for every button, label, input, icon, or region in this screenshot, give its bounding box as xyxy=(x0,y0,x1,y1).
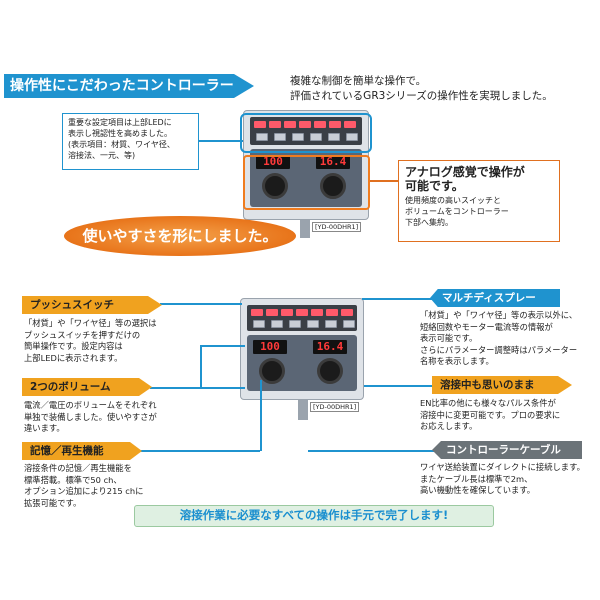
slogan-oval: 使いやすさを形にしました。 xyxy=(64,216,296,256)
operation-panel: 100 16.4 xyxy=(247,335,357,391)
footer-banner: 溶接作業に必要なすべての操作は手元で完了します! xyxy=(134,505,494,527)
controller-image-top: 100 16.4 xyxy=(243,110,369,220)
analog-line: ボリュームをコントローラー xyxy=(405,207,509,216)
analog-note-box: アナログ感覚で操作が 可能です。 使用頻度の高いスイッチと ボリュームをコントロ… xyxy=(398,160,560,242)
desc-line: またケーブル長は標準で2m、 xyxy=(420,473,533,484)
desc-line: オプション追加により215 chに xyxy=(24,486,144,496)
intro-line-1: 複雑な制御を簡単な操作で。 xyxy=(290,75,427,87)
feature-desc-push-switch: 「材質」や「ワイヤ径」等の選択は プッシュスイッチを押すだけの 簡単操作です。設… xyxy=(24,318,199,364)
feature-label-cable: コントローラーケーブル xyxy=(432,441,582,459)
model-label-top: [YD-00DHR1] xyxy=(312,222,362,232)
feature-label-push-switch: プッシュスイッチ xyxy=(22,296,162,314)
feature-desc-volume: 電流／電圧のボリュームをそれぞれ 単独で装備しました。使いやすさが 違います。 xyxy=(24,400,199,435)
connector-line xyxy=(362,298,432,300)
current-knob xyxy=(262,173,288,199)
voltage-knob xyxy=(317,358,343,384)
connector-line xyxy=(260,380,262,451)
desc-line: 違います。 xyxy=(24,423,65,433)
current-knob xyxy=(259,358,285,384)
desc-line: EN比率の他にも様々なパルス条件が xyxy=(420,398,556,408)
current-display: 100 xyxy=(256,155,290,169)
feature-label-memory: 記憶／再生機能 xyxy=(22,442,142,460)
cable-stub xyxy=(298,400,308,420)
desc-line: さらにパラメーター調整時はパラメーター xyxy=(420,344,578,355)
analog-line: 使用頻度の高いスイッチと xyxy=(405,196,501,205)
feature-desc-multi-display: 「材質」や「ワイヤ径」等の表示以外に、 短絡回数やモーター電流等の情報が 表示可… xyxy=(420,310,598,368)
operation-panel: 100 16.4 xyxy=(250,149,362,207)
desc-line: 標準搭載。標準で50 ch、 xyxy=(24,474,122,485)
led-display-strip xyxy=(247,305,357,331)
voltage-display: 16.4 xyxy=(316,155,350,169)
connector-line xyxy=(160,303,242,305)
analog-line: 下部へ集約。 xyxy=(405,218,453,227)
connector-line xyxy=(364,385,434,387)
model-label-bottom: [YD-00DHR1] xyxy=(310,402,360,412)
analog-title-1: アナログ感覚で操作が xyxy=(405,165,525,179)
desc-line: お応えします。 xyxy=(420,421,478,431)
feature-label-volume: 2つのボリューム xyxy=(22,378,152,396)
led-display-strip xyxy=(250,117,362,145)
desc-line: 「材質」や「ワイヤ径」等の表示以外に、 xyxy=(420,310,578,320)
desc-line: 表示可能です。 xyxy=(420,333,478,343)
connector-line xyxy=(150,387,245,389)
cable-stub xyxy=(300,220,310,238)
voltage-knob xyxy=(320,173,346,199)
voltage-display: 16.4 xyxy=(313,340,347,354)
led-note-box: 重要な設定項目は上部LEDに 表示し視認性を高めました。 (表示項目：材質、ワイ… xyxy=(62,113,199,170)
connector-line xyxy=(140,450,260,452)
connector-line xyxy=(370,180,398,182)
desc-line: 拡張可能です。 xyxy=(24,497,82,508)
connector-line xyxy=(199,140,243,142)
led-highlight xyxy=(240,113,372,153)
desc-line: 単独で装備しました。使いやすさが xyxy=(24,411,157,422)
connector-line xyxy=(200,345,202,387)
desc-line: ワイヤ送給装置にダイレクトに接続します。 xyxy=(420,462,585,472)
desc-line: 短絡回数やモーター電流等の情報が xyxy=(420,321,553,332)
note-line: (表示項目：材質、ワイヤ径、 xyxy=(68,140,175,149)
section-banner: 操作性にこだわったコントローラー xyxy=(4,74,254,98)
connector-line xyxy=(200,345,245,347)
feature-desc-memory: 溶接条件の記憶／再生機能を 標準搭載。標準で50 ch、 オプション追加により2… xyxy=(24,463,199,509)
desc-line: 溶接中に変更可能です。プロの要求に xyxy=(420,409,561,420)
feature-desc-cable: ワイヤ送給装置にダイレクトに接続します。 またケーブル長は標準で2m、 高い機動… xyxy=(420,462,598,497)
controller-image-bottom: 100 16.4 xyxy=(240,298,364,400)
desc-line: 溶接条件の記憶／再生機能を xyxy=(24,463,132,473)
desc-line: 名称を表示します。 xyxy=(420,356,494,366)
desc-line: 電流／電圧のボリュームをそれぞれ xyxy=(24,400,157,410)
desc-line: 高い機動性を確保しています。 xyxy=(420,485,536,495)
feature-desc-during-welding: EN比率の他にも様々なパルス条件が 溶接中に変更可能です。プロの要求に お応えし… xyxy=(420,398,598,433)
feature-label-multi-display: マルチディスプレー xyxy=(430,289,560,307)
intro-line-2: 評価されているGR3シリーズの操作性を実現しました。 xyxy=(290,90,553,102)
connector-line xyxy=(308,450,434,452)
analog-title-2: 可能です。 xyxy=(405,179,464,193)
note-line: 表示し視認性を高めました。 xyxy=(68,129,172,138)
note-line: 重要な設定項目は上部LEDに xyxy=(68,118,172,127)
note-line: 溶接法、一元、等) xyxy=(68,151,136,160)
intro-text: 複雑な制御を簡単な操作で。 評価されているGR3シリーズの操作性を実現しました。 xyxy=(290,74,553,104)
desc-line: プッシュスイッチを押すだけの xyxy=(24,329,141,340)
desc-line: 簡単操作です。設定内容は xyxy=(24,341,123,351)
desc-line: 「材質」や「ワイヤ径」等の選択は xyxy=(24,318,157,328)
desc-line: 上部LEDに表示されます。 xyxy=(24,352,123,363)
feature-label-during-welding: 溶接中も思いのまま xyxy=(432,376,572,394)
current-display: 100 xyxy=(253,340,287,354)
panel-highlight xyxy=(243,155,370,210)
